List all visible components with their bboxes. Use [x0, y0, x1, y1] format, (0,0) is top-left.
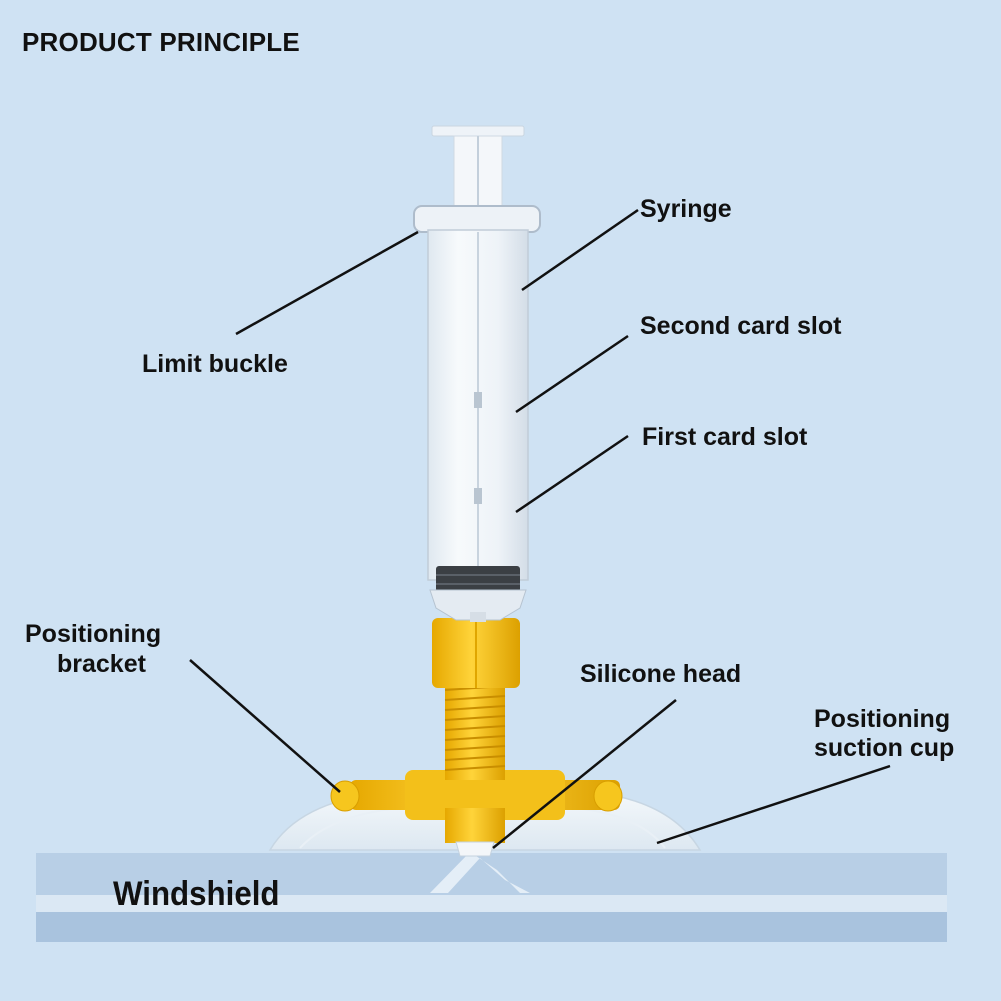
windshield-glass	[36, 852, 947, 942]
label-syringe: Syringe	[640, 195, 732, 223]
leader-lines	[189, 208, 891, 849]
label-first-card-slot: First card slot	[642, 423, 808, 451]
label-second-card-slot: Second card slot	[640, 312, 842, 340]
positioning-bracket	[330, 618, 623, 843]
silicone-head	[455, 841, 495, 857]
syringe	[413, 125, 541, 622]
page-title: PRODUCT PRINCIPLE	[22, 27, 300, 57]
label-positioning-bracket-line2: bracket	[57, 650, 146, 678]
label-windshield: Windshield	[113, 875, 280, 913]
label-silicone-head: Silicone head	[580, 660, 742, 688]
label-limit-buckle: Limit buckle	[142, 350, 288, 378]
label-positioning-suction-cup-line2: suction cup	[814, 734, 955, 762]
label-positioning-bracket-line1: Positioning	[25, 620, 162, 648]
label-positioning-suction-cup-line1: Positioning	[814, 705, 951, 733]
